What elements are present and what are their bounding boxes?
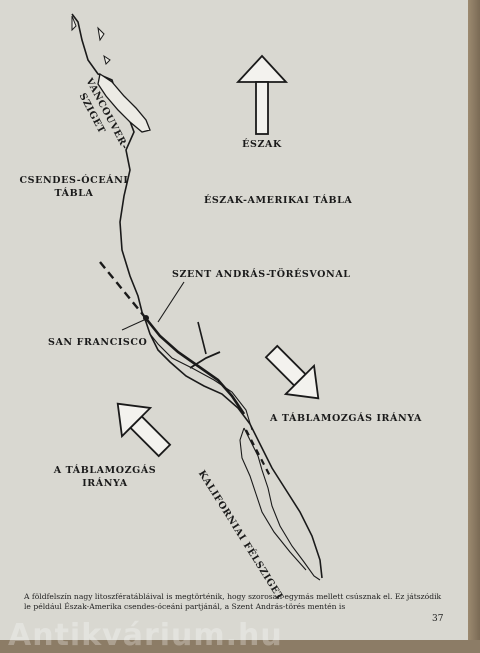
vancouver-island bbox=[97, 72, 151, 133]
fault-short-line bbox=[197, 321, 207, 355]
book-edge bbox=[468, 0, 480, 640]
north-arrow-icon bbox=[235, 54, 289, 135]
caption-line1: A földfelszín nagy litoszfératábláival i… bbox=[24, 592, 442, 601]
fault-pointer bbox=[157, 281, 185, 323]
label-motion-left-line2: IRÁNYA bbox=[82, 478, 128, 489]
label-north: ÉSZAK bbox=[242, 139, 282, 150]
label-san-francisco: SAN FRANCISCO bbox=[48, 337, 148, 348]
fault-branch bbox=[189, 351, 221, 369]
fault-solid bbox=[142, 315, 246, 415]
label-fault: SZENT ANDRÁS-TÖRÉSVONAL bbox=[172, 269, 351, 280]
page-number: 37 bbox=[432, 614, 444, 624]
label-north-american-plate: ÉSZAK-AMERIKAI TÁBLA bbox=[204, 195, 353, 206]
baja-peninsula bbox=[239, 427, 321, 581]
sf-pointer bbox=[121, 319, 145, 331]
label-pacific-line1: CSENDES-ÓCEÁNI bbox=[19, 175, 129, 186]
fault-dashed-north bbox=[99, 261, 145, 317]
san-francisco-dot bbox=[143, 315, 149, 321]
watermark: Antikvárium.hu bbox=[8, 618, 283, 653]
fault-dashed-south bbox=[245, 429, 271, 477]
north-islands bbox=[71, 15, 111, 65]
label-motion-right: A TÁBLAMOZGÁS IRÁNYA bbox=[270, 413, 422, 424]
label-pacific-line2: TÁBLA bbox=[54, 188, 94, 199]
book-page bbox=[0, 0, 468, 640]
gulf-coast bbox=[149, 333, 253, 431]
label-pacific-plate: CSENDES-ÓCEÁNI TÁBLA bbox=[14, 174, 134, 200]
caption-line2: le például Észak-Amerika csendes-óceáni … bbox=[24, 602, 346, 611]
figure-caption: A földfelszín nagy litoszfératábláival i… bbox=[24, 592, 444, 612]
motion-arrow-left-icon bbox=[116, 402, 172, 458]
label-motion-left-line1: A TÁBLAMOZGÁS bbox=[53, 465, 157, 476]
motion-arrow-right-icon bbox=[264, 344, 320, 400]
label-motion-left: A TÁBLAMOZGÁS IRÁNYA bbox=[40, 464, 170, 490]
plate-map bbox=[71, 13, 323, 581]
